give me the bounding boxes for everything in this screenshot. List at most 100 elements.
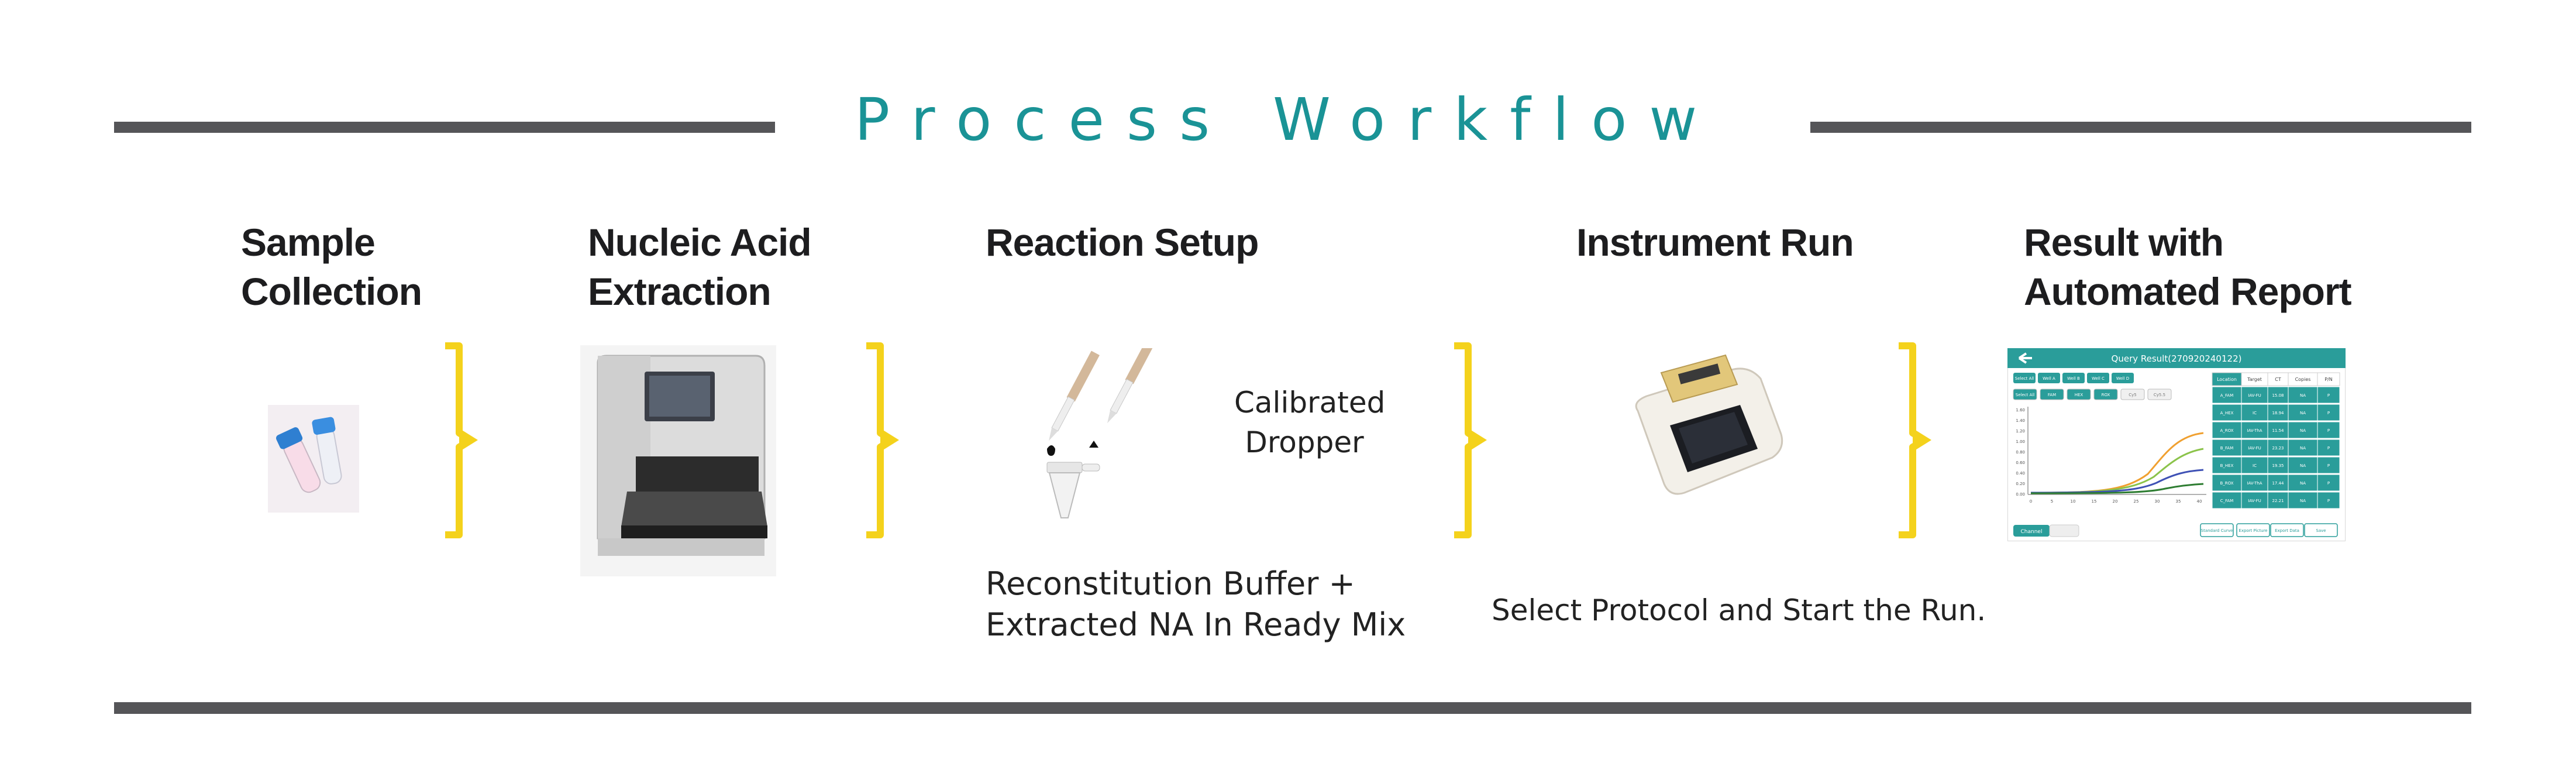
footer-button[interactable]: [2236, 523, 2270, 537]
channel-button[interactable]: [2040, 389, 2064, 400]
filter-button[interactable]: [2038, 373, 2060, 383]
sample-tubes-image: [268, 405, 359, 513]
table-cell-text: IAV-ThA: [2247, 428, 2262, 433]
table-cell-text: P: [2327, 481, 2330, 486]
table-cell-text: A_ROX: [2220, 428, 2233, 433]
back-arrow-icon[interactable]: [2018, 352, 2032, 364]
footer-button[interactable]: [2270, 523, 2304, 537]
x-tick-label: 10: [2071, 499, 2076, 504]
table-header-label: Target: [2247, 377, 2262, 382]
filter-button-label: Well C: [2092, 376, 2105, 381]
table-cell-text: A_HEX: [2220, 411, 2234, 415]
dropper-caption: Calibrated Dropper: [1234, 386, 1386, 459]
table-cell-text: IAV-FU: [2248, 393, 2261, 398]
table-cell-text: NA: [2300, 393, 2306, 398]
table-cell-text: NA: [2300, 411, 2306, 415]
y-tick-label: 0.80: [2016, 450, 2025, 455]
table-cell-text: 17.44: [2272, 481, 2284, 486]
channel-button-label: HEX: [2075, 393, 2083, 397]
footer-rule: [114, 702, 2471, 714]
filter-button[interactable]: [2087, 373, 2109, 383]
filter-button[interactable]: [2062, 373, 2085, 383]
table-header-label: CT: [2275, 377, 2281, 382]
channel-button-label: Select All: [2016, 393, 2035, 397]
bracket-arrow-3: [1454, 342, 1487, 538]
y-tick-label: 0.00: [2016, 492, 2025, 497]
report-title-bar: [2007, 348, 2346, 368]
y-tick-label: 0.20: [2016, 482, 2025, 486]
filter-button[interactable]: [2112, 373, 2134, 383]
table-cell: [2267, 404, 2289, 421]
table-cell: [2317, 421, 2340, 439]
x-tick-label: 40: [2197, 499, 2202, 504]
table-cell: [2288, 421, 2318, 439]
table-cell-text: NA: [2300, 446, 2306, 451]
table-cell: [2267, 474, 2289, 492]
page-title: Process Workflow: [854, 85, 1720, 154]
table-cell-text: B_FAM: [2220, 446, 2234, 451]
y-tick-label: 1.60: [2016, 408, 2025, 413]
table-cell: [2267, 439, 2289, 456]
channel-button-label: ROX: [2102, 393, 2110, 397]
table-cell: [2212, 474, 2242, 492]
table-cell: [2212, 456, 2242, 474]
table-cell: [2288, 492, 2318, 509]
table-cell-text: IAV-ThA: [2247, 481, 2262, 486]
table-header-label: Location: [2217, 377, 2237, 382]
table-cell-text: NA: [2300, 463, 2306, 468]
channel-button[interactable]: [2067, 389, 2091, 400]
mode-toggle[interactable]: [2013, 525, 2050, 537]
x-tick-label: 25: [2134, 499, 2139, 504]
table-cell-text: P: [2327, 446, 2330, 451]
table-cell-text: P: [2327, 393, 2330, 398]
curve-darkgreen: [2030, 483, 2204, 494]
y-tick-label: 1.00: [2016, 439, 2025, 444]
filter-button-label: Well A: [2043, 376, 2055, 381]
channel-button-label: Cy5.5: [2154, 393, 2165, 397]
x-tick-label: 20: [2113, 499, 2118, 504]
table-cell-text: P: [2327, 411, 2330, 415]
table-cell-text: 11.54: [2272, 428, 2284, 433]
table-cell: [2288, 386, 2318, 404]
footer-button[interactable]: [2200, 523, 2234, 537]
table-header-cell: [2317, 372, 2340, 386]
table-cell: [2317, 492, 2340, 509]
channel-button[interactable]: [2120, 389, 2145, 400]
table-cell-text: A_FAM: [2220, 393, 2234, 398]
footer-button-label: Save: [2316, 528, 2326, 533]
footer-button-label: Standard Curve: [2201, 528, 2233, 533]
channel-button[interactable]: [2147, 389, 2172, 400]
table-cell-text: 22.21: [2272, 499, 2284, 503]
table-cell: [2212, 404, 2242, 421]
channel-button[interactable]: [2013, 389, 2037, 400]
footer-button-label: Export Data: [2275, 528, 2299, 533]
table-cell-text: P: [2327, 499, 2330, 503]
filter-button-label: Well D: [2116, 376, 2129, 381]
table-cell-text: B_HEX: [2220, 463, 2234, 468]
table-cell-text: P: [2327, 428, 2330, 433]
mode-toggle-label: Channel: [2021, 529, 2043, 535]
step-result-label: Result with Automated Report: [2024, 221, 2352, 313]
x-tick-label: 0: [2030, 499, 2032, 504]
instrument-caption: Select Protocol and Start the Run.: [1492, 593, 1986, 627]
x-tick-label: 35: [2176, 499, 2181, 504]
channel-button-label: FAM: [2048, 393, 2056, 397]
filter-button-label: Select All: [2015, 376, 2034, 381]
table-cell: [2317, 386, 2340, 404]
table-cell-text: 19.35: [2272, 463, 2284, 468]
footer-button[interactable]: [2304, 523, 2338, 537]
pipette-dropper-image: [1046, 348, 1158, 518]
report-title: Query Result(270920240122): [2112, 353, 2242, 364]
bracket-arrow-2: [866, 342, 899, 538]
table-cell-text: NA: [2300, 499, 2306, 503]
y-tick-label: 0.60: [2016, 461, 2025, 465]
table-header-label: Copies: [2295, 377, 2311, 382]
table-cell-text: 18.94: [2272, 411, 2284, 415]
channel-button[interactable]: [2093, 389, 2118, 400]
table-header-label: P/N: [2324, 377, 2333, 382]
y-tick-label: 0.40: [2016, 471, 2025, 476]
filter-button[interactable]: [2013, 373, 2036, 383]
